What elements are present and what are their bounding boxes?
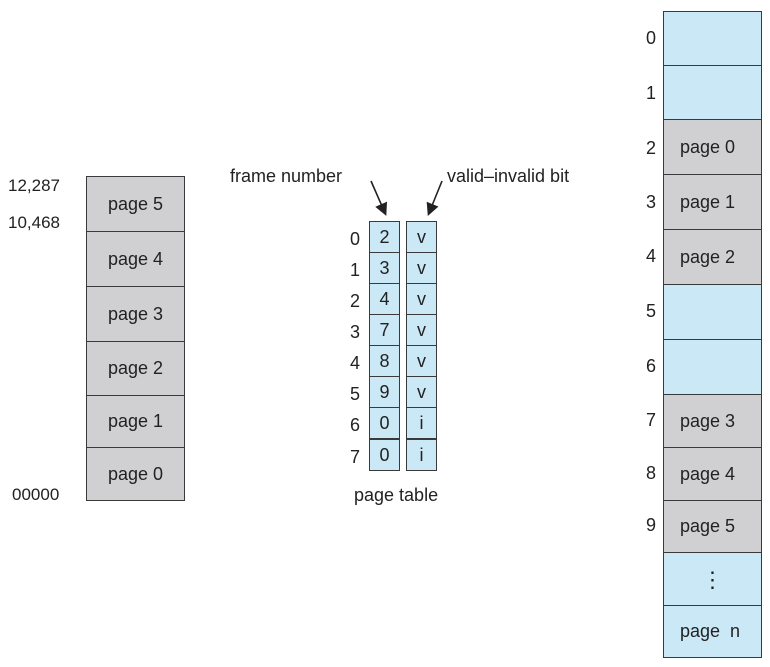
frame-number-label: frame number (230, 166, 343, 186)
frame-index: 8 (645, 463, 656, 483)
frame-index: 2 (645, 138, 656, 158)
frame-index: 0 (645, 28, 656, 48)
frame-index: 3 (645, 192, 656, 212)
page-table-frame: 2 (369, 221, 400, 253)
logical-page: page 0 (86, 447, 185, 501)
frame-index: 4 (645, 246, 656, 266)
page-table-frame: 4 (369, 283, 400, 315)
page-table-bit: v (406, 252, 437, 284)
page-table-bit: i (406, 439, 437, 471)
frame-index: 7 (645, 410, 656, 430)
page-table-bit: i (406, 407, 437, 439)
page-table-index: 4 (349, 353, 360, 373)
frame-cell: page 1 (663, 174, 762, 230)
page-table-frame: 0 (369, 407, 400, 439)
page-table-index: 2 (349, 291, 360, 311)
ellipsis-label: ⋮ (701, 566, 724, 592)
page-table-index: 5 (349, 384, 360, 404)
frame-index: 5 (645, 301, 656, 321)
frame-cell (663, 65, 762, 120)
page-table-bit: v (406, 376, 437, 408)
frame-cell: page 0 (663, 119, 762, 175)
page-table-index: 1 (349, 260, 360, 280)
page-table-bit: v (406, 314, 437, 346)
page-table-frame: 7 (369, 314, 400, 346)
page-table-frame: 0 (369, 439, 400, 471)
frame-cell (663, 284, 762, 340)
logical-page: page 5 (86, 176, 185, 232)
frame-index: 6 (645, 356, 656, 376)
page-table-bit: v (406, 221, 437, 253)
frame-index: 1 (645, 83, 656, 103)
frame-cell (663, 339, 762, 395)
frame-cell-last: page n (663, 605, 762, 658)
ellipsis-cell: ⋮ (663, 552, 762, 606)
logical-page: page 4 (86, 231, 185, 287)
page-table-bit: v (406, 345, 437, 377)
frame-cell: page 4 (663, 447, 762, 501)
page-table-frame: 9 (369, 376, 400, 408)
page-table-caption: page table (354, 485, 439, 505)
page-table-bit: v (406, 283, 437, 315)
address-bottom: 00000 (12, 485, 60, 504)
valid-invalid-label: valid–invalid bit (447, 166, 570, 186)
frame-cell: page 5 (663, 500, 762, 553)
frame-cell: page 2 (663, 229, 762, 285)
frame-index: 9 (645, 515, 656, 535)
logical-page: page 1 (86, 395, 185, 448)
frame-cell (663, 11, 762, 66)
page-table-index: 0 (349, 229, 360, 249)
address-top: 12,287 (8, 176, 60, 195)
page-table-index: 6 (349, 415, 360, 435)
logical-page: page 3 (86, 286, 185, 342)
address-upper: 10,468 (8, 213, 60, 232)
page-table-frame: 3 (369, 252, 400, 284)
frame-number-arrow (370, 180, 388, 216)
page-table-frame: 8 (369, 345, 400, 377)
logical-page: page 2 (86, 341, 185, 396)
valid-bit-arrow (426, 180, 443, 216)
page-table-index: 3 (349, 322, 360, 342)
frame-cell: page 3 (663, 394, 762, 448)
page-table-index: 7 (349, 447, 360, 467)
